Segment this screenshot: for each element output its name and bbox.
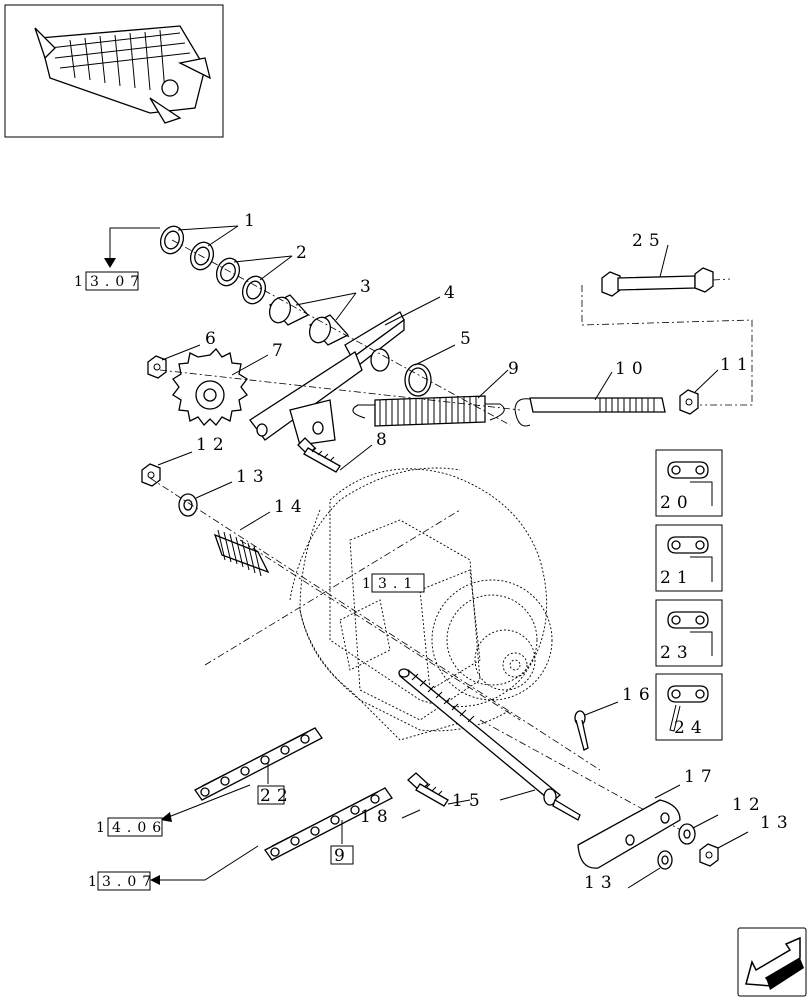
nut [147, 355, 167, 379]
drive-housing-outline [289, 467, 553, 741]
reference-mid[interactable]: 1 3.1 [362, 573, 425, 593]
svg-text:1: 1 [96, 820, 111, 836]
link-panel-21[interactable]: 21 [655, 524, 723, 592]
link-panel-23[interactable]: 23 [655, 599, 723, 667]
svg-text:1: 1 [362, 576, 377, 592]
cotter-pin [574, 710, 589, 751]
roller-chain-9 [264, 787, 393, 861]
callout-22: 22 [260, 786, 294, 806]
nut [141, 463, 161, 487]
svg-text:3.1: 3.1 [378, 576, 418, 592]
bolt [407, 772, 449, 807]
svg-text:24: 24 [674, 718, 708, 738]
washer [657, 850, 673, 870]
adjusting-rod [398, 668, 581, 821]
callout-13-upper: 13 [236, 467, 270, 487]
svg-text:1: 1 [74, 274, 89, 290]
callout-12-lower: 12 [732, 795, 766, 815]
nut [699, 843, 719, 867]
svg-text:21: 21 [660, 568, 694, 588]
reference-left[interactable]: 1 4.06 [96, 784, 251, 837]
callout-7: 7 [272, 341, 289, 361]
eye-bolt [514, 397, 666, 427]
long-bolt [601, 267, 731, 297]
bushings [268, 294, 350, 346]
nut [679, 389, 699, 415]
callout-11: 11 [720, 355, 754, 375]
callout-15: 15 [452, 791, 486, 811]
tensioner-arm [249, 311, 405, 446]
callout-16: 16 [622, 685, 656, 705]
callout-5: 5 [460, 329, 477, 349]
callout-1: 1 [244, 211, 261, 231]
callout-18: 18 [360, 807, 394, 827]
idler-sprocket [172, 348, 248, 426]
washer [678, 823, 696, 845]
compression-spring [213, 529, 270, 577]
callout-14: 14 [274, 497, 308, 517]
tension-spring [352, 395, 505, 427]
svg-text:3.07: 3.07 [102, 874, 157, 890]
assembly-thumbnail-icon[interactable] [4, 4, 224, 138]
callout-13-bottom: 13 [584, 873, 618, 893]
reference-top[interactable]: 1 3.07 [74, 227, 160, 291]
callout-6: 6 [205, 329, 222, 349]
callout-25: 25 [632, 231, 666, 251]
svg-text:20: 20 [660, 493, 694, 513]
svg-text:4.06: 4.06 [112, 820, 167, 836]
callout-3: 3 [360, 277, 377, 297]
snap-ring [404, 363, 432, 397]
roller-chain-22 [194, 727, 323, 801]
link-panel-24[interactable]: 24 [655, 673, 723, 741]
next-page-arrow-icon[interactable] [737, 927, 807, 997]
ring-washers [159, 225, 267, 305]
callout-4: 4 [444, 283, 461, 303]
svg-text:23: 23 [660, 643, 694, 663]
callout-9: 9 [508, 359, 525, 379]
adjusting-plate [577, 799, 681, 869]
callout-9-chain: 9 [334, 846, 351, 866]
washer [178, 493, 198, 517]
svg-text:1: 1 [88, 874, 103, 890]
reference-bottom[interactable]: 1 3.07 [88, 845, 259, 891]
callout-8: 8 [376, 430, 393, 450]
link-panel-20[interactable]: 20 [655, 449, 723, 517]
bolt [297, 437, 341, 473]
svg-text:3.07: 3.07 [90, 274, 145, 290]
callout-13-right: 13 [760, 813, 794, 833]
callout-12-upper: 12 [196, 435, 230, 455]
callout-10: 10 [615, 359, 649, 379]
callout-2: 2 [296, 243, 313, 263]
callout-17: 17 [684, 767, 718, 787]
